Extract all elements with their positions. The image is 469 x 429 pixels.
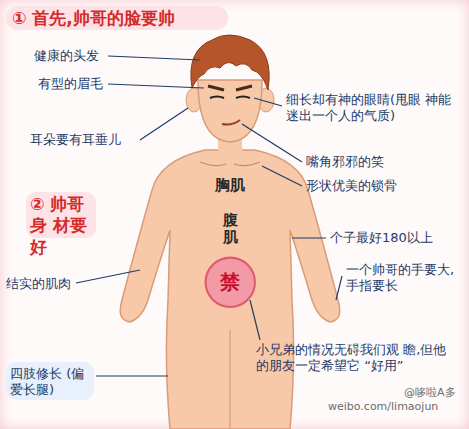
part-label: 耳朵要有耳垂儿 xyxy=(30,132,150,148)
watermark: @哆啦A多 xyxy=(404,386,464,400)
part-label: 形状优美的锁骨 xyxy=(306,178,436,194)
circle-text: 禁 xyxy=(220,269,240,296)
section-heading: ② 帅哥身 材要好 xyxy=(30,194,100,258)
part-label: 个子最好180以上 xyxy=(330,230,464,246)
part-label: 结实的肌肉 xyxy=(6,276,86,292)
section-heading: ① 首先,帅哥的脸要帅 xyxy=(12,8,242,29)
face xyxy=(198,80,262,142)
part-label: 四肢修长 (偏爱长腿) xyxy=(10,366,94,399)
muscle-label: 胸肌 xyxy=(215,176,255,195)
note-label: 小兄弟的情况无碍我们观 瞻,但他的朋友一定希望它 “好用” xyxy=(256,342,452,375)
part-label: 细长却有神的眼睛(甩眼 神能迷出一个人的气质) xyxy=(286,92,464,125)
part-label: 一个帅哥的手要大, 手指要长 xyxy=(346,262,464,295)
note-band xyxy=(6,362,94,400)
eye xyxy=(210,97,250,99)
muscle-label: 腹肌 xyxy=(223,212,238,245)
forbidden-circle: 禁 xyxy=(204,256,257,309)
hair xyxy=(191,35,269,90)
mouth xyxy=(222,120,240,125)
part-label: 嘴角邪邪的笑 xyxy=(306,154,426,170)
part-label: 有型的眉毛 xyxy=(38,76,128,92)
eyebrow xyxy=(208,86,252,90)
collarbone xyxy=(200,162,260,166)
part-label: 健康的头发 xyxy=(34,48,124,64)
leg-split xyxy=(229,330,230,429)
watermark: weibo.com/limaojun xyxy=(328,400,458,414)
